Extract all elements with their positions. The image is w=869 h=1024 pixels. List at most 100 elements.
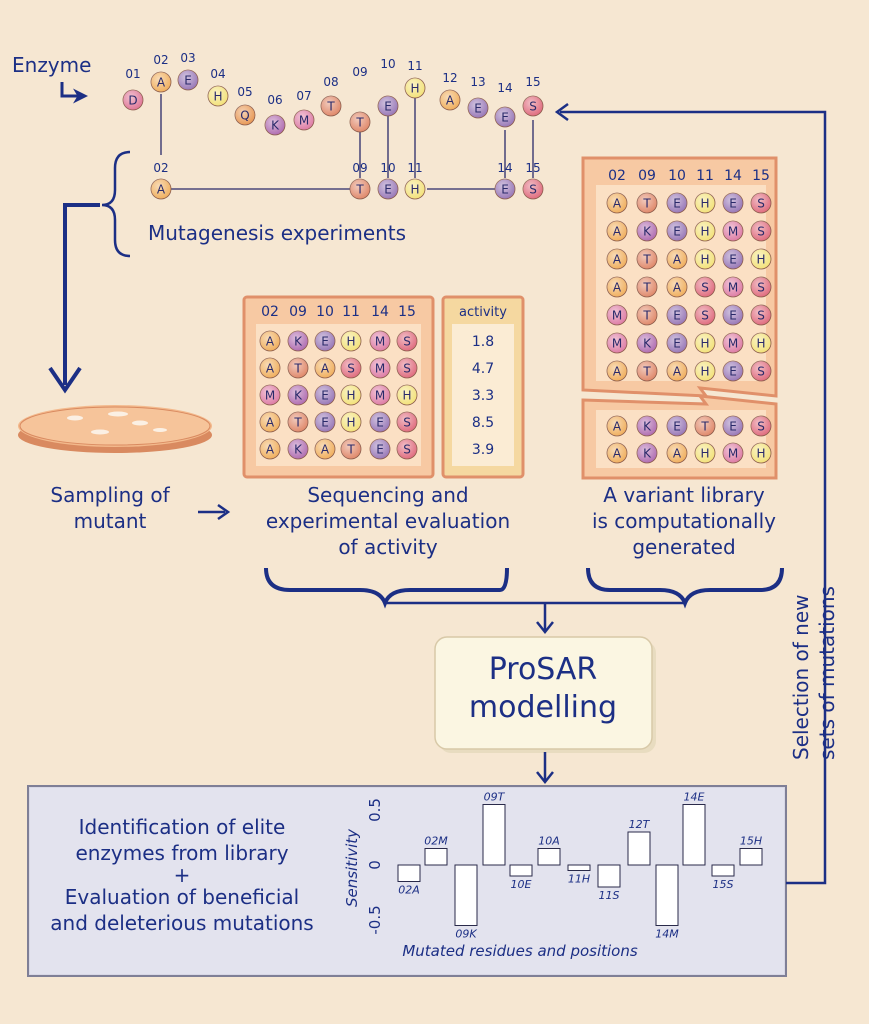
- lib-cell-letter: M: [728, 225, 738, 239]
- lib-cell-letter: A: [673, 253, 682, 267]
- exp-cell: T: [340, 438, 362, 460]
- lib-cell-letter: E: [729, 197, 737, 211]
- sensitivity-xlabel: Mutated residues and positions: [402, 942, 638, 960]
- lib-cell-letter: E: [729, 365, 737, 379]
- exp-cell-letter: E: [376, 416, 384, 430]
- merge-connector: [385, 601, 685, 630]
- exp-cell-letter: M: [375, 389, 385, 403]
- exp-cell: H: [396, 384, 418, 406]
- mutant-residue-02-letter: A: [157, 183, 166, 197]
- exp-cell-letter: E: [376, 443, 384, 457]
- lib-header-cell: 11: [696, 168, 714, 184]
- lib-cell-letter: E: [729, 253, 737, 267]
- merge-arrow-head: [536, 621, 554, 635]
- lib-cell-letter: M: [612, 309, 622, 323]
- sensitivity-bar-label: 14E: [684, 791, 705, 804]
- lib-cell-letter: S: [757, 420, 765, 434]
- lib-cell: T: [636, 276, 658, 298]
- activity-table: activity 1.84.73.38.53.9: [441, 295, 525, 479]
- enzyme-residue-13-letter: E: [474, 102, 482, 116]
- exp-header-cell: 15: [398, 304, 416, 320]
- lib-cell: A: [666, 360, 688, 382]
- mutant-residue-09-letter: T: [355, 183, 364, 197]
- exp-cell: A: [314, 438, 336, 460]
- mutagenesis-label: Mutagenesis experiments: [148, 221, 406, 245]
- lib-cell: S: [694, 276, 716, 298]
- lib-header-cell: 02: [608, 168, 626, 184]
- lib-label-1: A variant library: [603, 483, 765, 507]
- exp-cell: E: [314, 330, 336, 352]
- mutant-position-label: 10: [380, 161, 395, 175]
- lib-cell-letter: H: [700, 365, 709, 379]
- enzyme-position-label: 10: [380, 57, 395, 71]
- exp-header-cell: 10: [316, 304, 334, 320]
- lib-cell: H: [750, 442, 772, 464]
- lib-cell-letter: T: [642, 309, 651, 323]
- lib-cell: K: [636, 442, 658, 464]
- enzyme-residue-05: Q: [234, 104, 256, 126]
- exp-cell-letter: T: [293, 416, 302, 430]
- lib-cell-letter: H: [700, 225, 709, 239]
- enzyme-label: Enzyme: [12, 53, 91, 77]
- exp-cell: H: [340, 384, 362, 406]
- exp-cell-letter: A: [266, 362, 275, 376]
- enzyme-residue-01-letter: D: [128, 94, 137, 108]
- lib-cell: T: [636, 192, 658, 214]
- lib-cell-letter: T: [700, 420, 709, 434]
- lib-cell: S: [694, 304, 716, 326]
- exp-cell-letter: H: [346, 416, 355, 430]
- enzyme-position-label: 09: [352, 65, 367, 79]
- lib-cell: M: [722, 332, 744, 354]
- sensitivity-bar-label: 15H: [740, 835, 762, 848]
- exp-cell-letter: A: [266, 335, 275, 349]
- lib-cell-letter: M: [728, 337, 738, 351]
- lib-cell-letter: E: [673, 225, 681, 239]
- enzyme-residue-08-letter: T: [326, 100, 335, 114]
- lib-cell-letter: A: [673, 447, 682, 461]
- lib-cell: A: [606, 192, 628, 214]
- lib-cell: E: [666, 304, 688, 326]
- sensitivity-bar-label: 10E: [511, 878, 532, 891]
- lib-cell: S: [750, 360, 772, 382]
- lib-cell-letter: A: [613, 420, 622, 434]
- lib-cell: S: [750, 304, 772, 326]
- sensitivity-bar-09T: [482, 804, 506, 866]
- exp-cell-letter: A: [266, 443, 275, 457]
- activity-value: 4.7: [472, 361, 494, 377]
- lib-header-cell: 15: [752, 168, 770, 184]
- lib-cell: H: [694, 360, 716, 382]
- lib-cell-letter: H: [700, 337, 709, 351]
- exp-cell-letter: M: [265, 389, 275, 403]
- enzyme-residue-14: E: [494, 106, 516, 128]
- lib-cell-letter: E: [673, 337, 681, 351]
- lib-cell-letter: A: [613, 197, 622, 211]
- mutant-residue-11: H: [404, 178, 426, 200]
- sensitivity-ytick: -0.5: [366, 905, 384, 934]
- ident-4: Evaluation of beneficial: [65, 885, 299, 909]
- lib-cell-letter: K: [643, 447, 652, 461]
- lib-cell: E: [722, 360, 744, 382]
- mutant-residue-10-letter: E: [384, 183, 392, 197]
- sampling-label-1: Sampling of: [50, 483, 170, 507]
- enzyme-position-label: 02: [153, 53, 168, 67]
- ident-3: +: [174, 863, 191, 887]
- lib-cell: M: [606, 332, 628, 354]
- exp-cell: S: [340, 357, 362, 379]
- exp-cell: K: [287, 330, 309, 352]
- lib-cell-letter: H: [756, 447, 765, 461]
- exp-cell-letter: E: [321, 335, 329, 349]
- mutant-position-label: 02: [153, 161, 168, 175]
- lib-cell: H: [694, 248, 716, 270]
- enzyme-position-label: 13: [470, 75, 485, 89]
- lib-cell: A: [606, 248, 628, 270]
- enzyme-residue-chain: D01A02E03H04Q05K06M07T08T09E10H11A12E13E…: [122, 51, 544, 136]
- lib-cell: E: [722, 304, 744, 326]
- sensitivity-bar-15H: [739, 848, 763, 866]
- mutant-residue-15-letter: S: [529, 183, 537, 197]
- seq-label-3: of activity: [338, 535, 438, 559]
- sampling-arrow-head: [217, 503, 231, 521]
- lib-cell-letter: A: [613, 365, 622, 379]
- lib-cell: E: [666, 220, 688, 242]
- activity-value: 8.5: [472, 415, 494, 431]
